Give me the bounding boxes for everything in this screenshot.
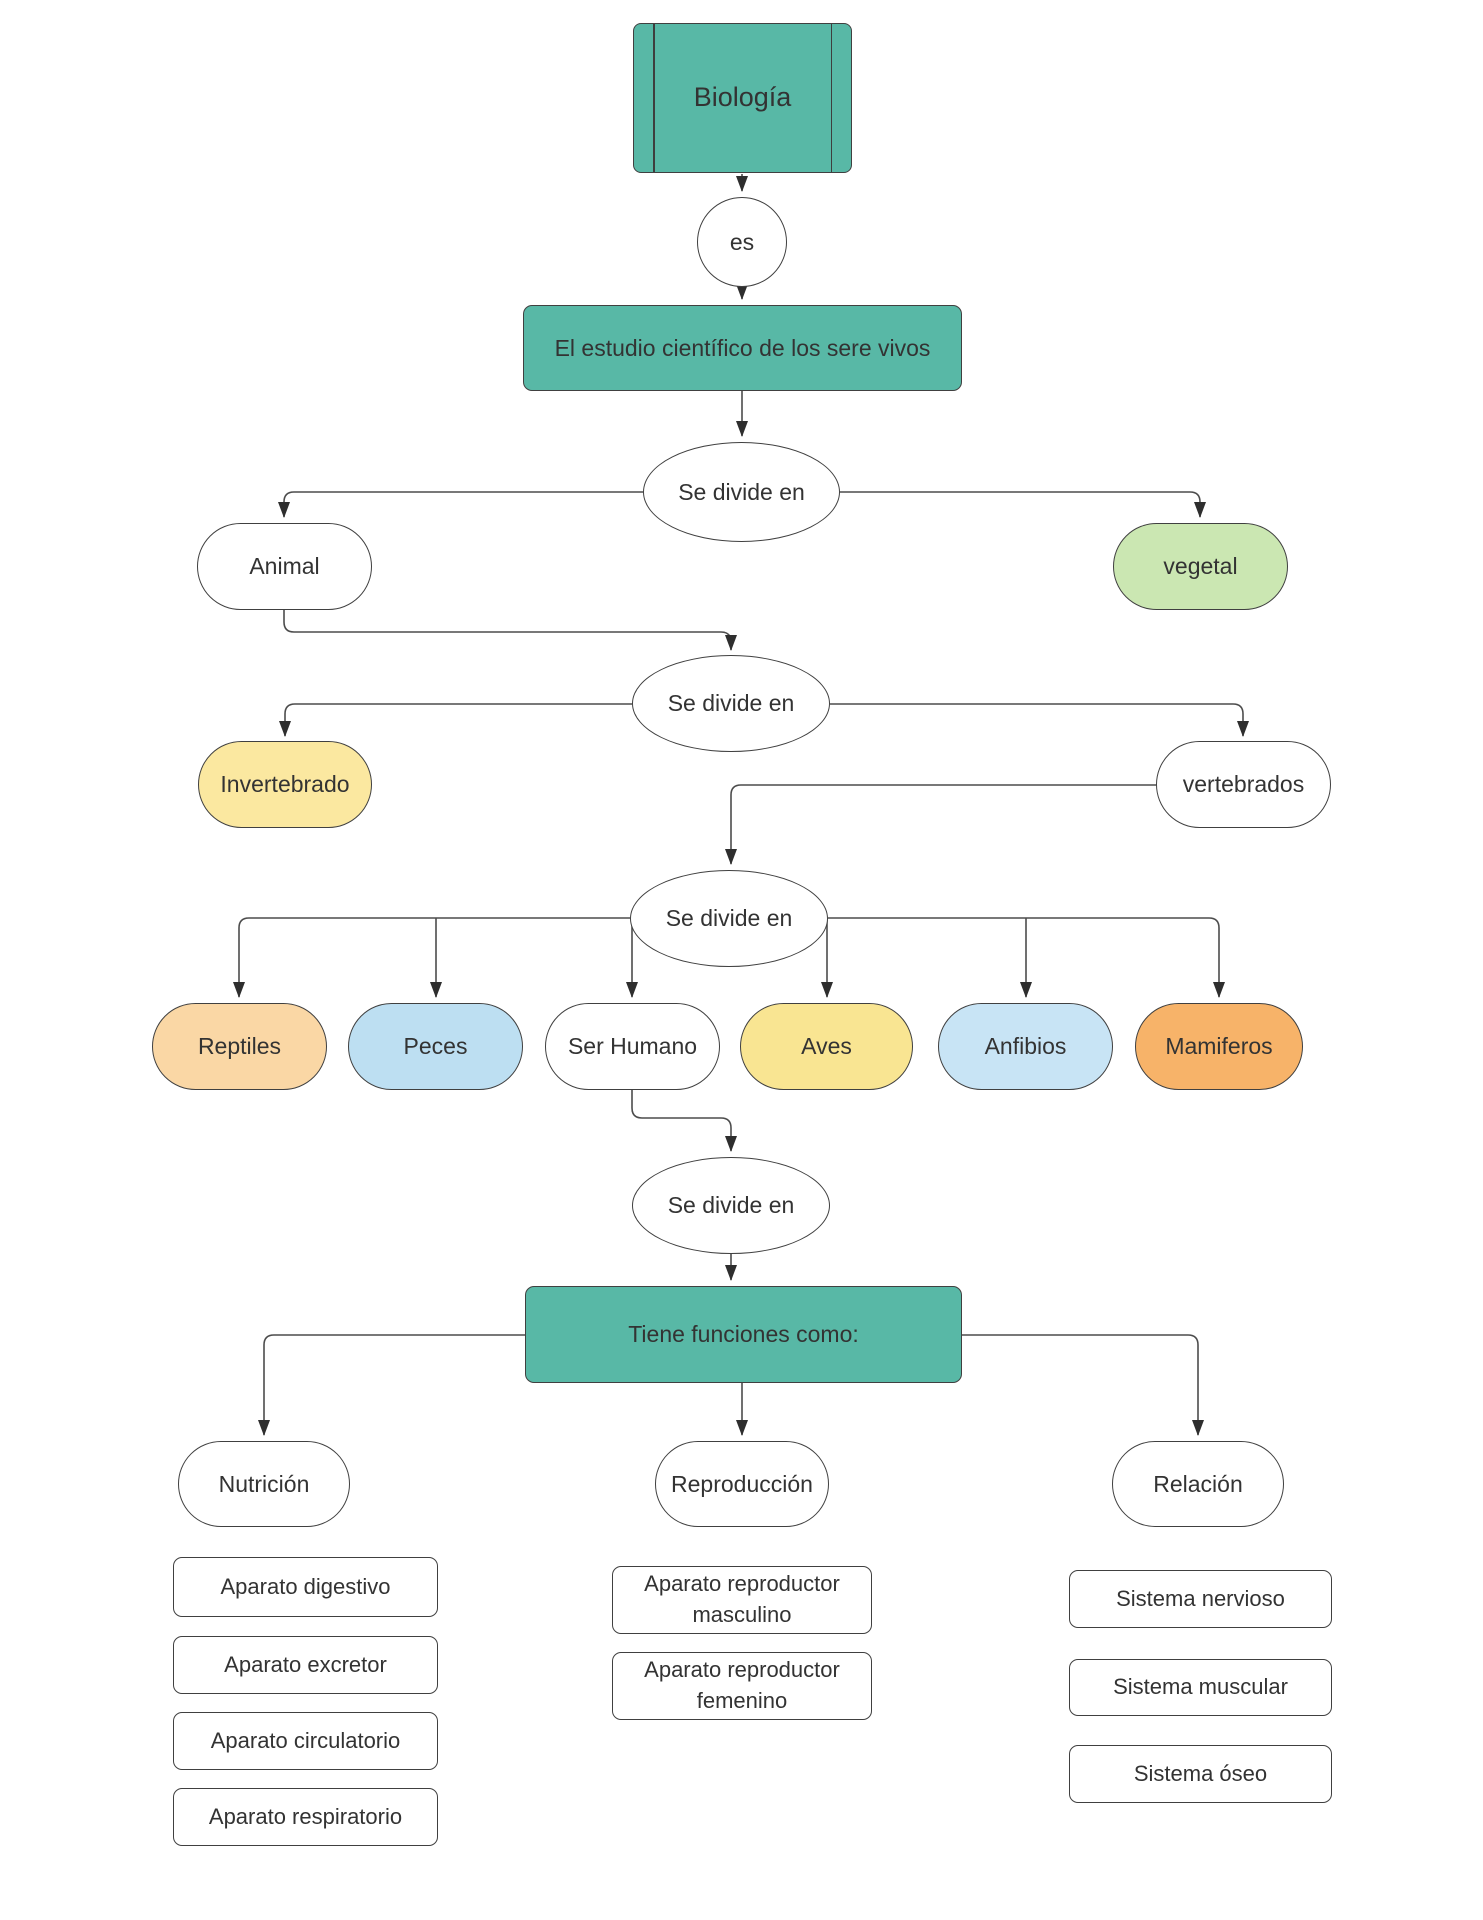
node-aparato-circulatorio[interactable]: Aparato circulatorio [173,1712,438,1770]
node-invertebrado[interactable]: Invertebrado [198,741,372,828]
connector-funciones-nutricion [258,1334,525,1436]
node-mamiferos[interactable]: Mamiferos [1135,1003,1303,1090]
node-biologia[interactable]: Biología [633,23,852,173]
process-bar-left [653,24,655,172]
connector-divide1-animal [278,491,643,518]
node-definition[interactable]: El estudio científico de los sere vivos [523,305,962,391]
edge-label-divide-2[interactable]: Se divide en [632,655,830,752]
node-aparato-respiratorio[interactable]: Aparato respiratorio [173,1788,438,1846]
connector-divide1-vegetal [840,491,1206,518]
node-reptiles[interactable]: Reptiles [152,1003,327,1090]
node-reproductor-masculino[interactable]: Aparato reproductor masculino [612,1566,872,1634]
edge-label-divide-3[interactable]: Se divide en [630,870,828,967]
connector-divide3-reptiles [233,917,630,998]
node-aves[interactable]: Aves [740,1003,913,1090]
node-aparato-digestivo[interactable]: Aparato digestivo [173,1557,438,1617]
connector-animal-divide2 [283,610,737,651]
node-sistema-muscular[interactable]: Sistema muscular [1069,1659,1332,1716]
connector-vertebrados-divide3 [725,784,1156,865]
connector-divide2-invertebrado [279,703,632,737]
node-vegetal[interactable]: vegetal [1113,523,1288,610]
node-nutricion[interactable]: Nutrición [178,1441,350,1527]
connector-divide3-mamiferos [828,917,1225,998]
node-peces[interactable]: Peces [348,1003,523,1090]
node-reproduccion[interactable]: Reproducción [655,1441,829,1527]
node-reproductor-femenino[interactable]: Aparato reproductor femenino [612,1652,872,1720]
node-relacion[interactable]: Relación [1112,1441,1284,1527]
node-aparato-excretor[interactable]: Aparato excretor [173,1636,438,1694]
connector-divide2-vertebrados [830,703,1249,737]
node-sistema-nervioso[interactable]: Sistema nervioso [1069,1570,1332,1628]
node-funciones[interactable]: Tiene funciones como: [525,1286,962,1383]
node-biologia-label: Biología [693,82,792,113]
node-vertebrados[interactable]: vertebrados [1156,741,1331,828]
connector-funciones-relacion [962,1334,1204,1436]
node-sistema-oseo[interactable]: Sistema óseo [1069,1745,1332,1803]
edge-label-divide-4[interactable]: Se divide en [632,1157,830,1254]
edge-label-es[interactable]: es [697,197,787,287]
edge-label-divide-1[interactable]: Se divide en [643,442,840,542]
node-ser-humano[interactable]: Ser Humano [545,1003,720,1090]
process-bar-right [830,24,832,172]
node-animal[interactable]: Animal [197,523,372,610]
connector-ser-humano-divide4 [631,1090,737,1152]
node-anfibios[interactable]: Anfibios [938,1003,1113,1090]
